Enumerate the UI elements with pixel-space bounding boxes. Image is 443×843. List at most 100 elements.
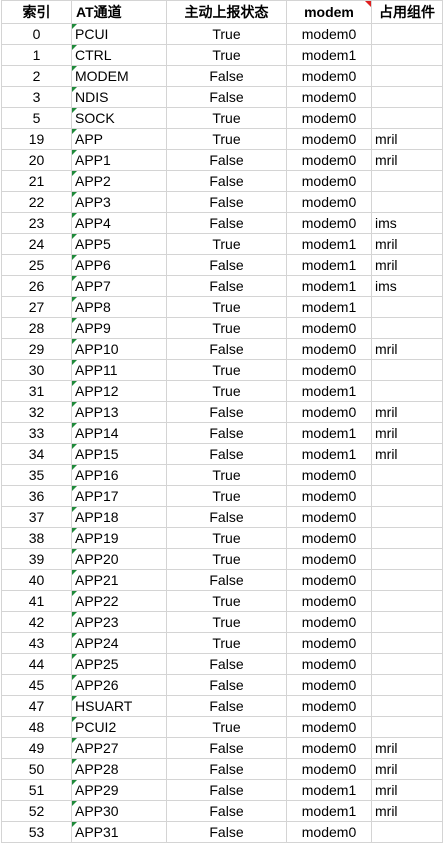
cell-modem[interactable]: modem0 bbox=[286, 86, 372, 108]
cell-index[interactable]: 0 bbox=[1, 23, 72, 45]
cell-component[interactable] bbox=[371, 359, 443, 381]
cell-index[interactable]: 34 bbox=[1, 443, 72, 465]
cell-index[interactable]: 23 bbox=[1, 212, 72, 234]
cell-component[interactable]: mril bbox=[371, 443, 443, 465]
cell-channel[interactable]: APP12 bbox=[71, 380, 167, 402]
cell-index[interactable]: 26 bbox=[1, 275, 72, 297]
cell-index[interactable]: 47 bbox=[1, 695, 72, 717]
cell-index[interactable]: 48 bbox=[1, 716, 72, 738]
cell-channel[interactable]: PCUI2 bbox=[71, 716, 167, 738]
cell-report[interactable]: False bbox=[166, 401, 287, 423]
cell-component[interactable] bbox=[371, 695, 443, 717]
cell-channel[interactable]: APP3 bbox=[71, 191, 167, 213]
cell-modem[interactable]: modem0 bbox=[286, 170, 372, 192]
cell-channel[interactable]: HSUART bbox=[71, 695, 167, 717]
cell-index[interactable]: 37 bbox=[1, 506, 72, 528]
cell-report[interactable]: False bbox=[166, 275, 287, 297]
cell-index[interactable]: 53 bbox=[1, 821, 72, 843]
cell-index[interactable]: 32 bbox=[1, 401, 72, 423]
cell-channel[interactable]: CTRL bbox=[71, 44, 167, 66]
cell-index[interactable]: 31 bbox=[1, 380, 72, 402]
cell-index[interactable]: 2 bbox=[1, 65, 72, 87]
cell-index[interactable]: 43 bbox=[1, 632, 72, 654]
cell-component[interactable] bbox=[371, 464, 443, 486]
cell-component[interactable]: mril bbox=[371, 233, 443, 255]
cell-component[interactable] bbox=[371, 716, 443, 738]
cell-report[interactable]: False bbox=[166, 695, 287, 717]
cell-report[interactable]: True bbox=[166, 527, 287, 549]
cell-channel[interactable]: APP16 bbox=[71, 464, 167, 486]
cell-index[interactable]: 45 bbox=[1, 674, 72, 696]
cell-report[interactable]: True bbox=[166, 233, 287, 255]
cell-modem[interactable]: modem1 bbox=[286, 380, 372, 402]
cell-modem[interactable]: modem0 bbox=[286, 821, 372, 843]
cell-index[interactable]: 19 bbox=[1, 128, 72, 150]
cell-report[interactable]: False bbox=[166, 422, 287, 444]
cell-modem[interactable]: modem0 bbox=[286, 632, 372, 654]
cell-channel[interactable]: APP17 bbox=[71, 485, 167, 507]
cell-component[interactable] bbox=[371, 317, 443, 339]
cell-modem[interactable]: modem1 bbox=[286, 275, 372, 297]
cell-modem[interactable]: modem0 bbox=[286, 485, 372, 507]
cell-modem[interactable]: modem1 bbox=[286, 233, 372, 255]
cell-component[interactable]: mril bbox=[371, 758, 443, 780]
cell-channel[interactable]: APP20 bbox=[71, 548, 167, 570]
cell-index[interactable]: 42 bbox=[1, 611, 72, 633]
cell-report[interactable]: True bbox=[166, 716, 287, 738]
cell-report[interactable]: False bbox=[166, 254, 287, 276]
cell-modem[interactable]: modem1 bbox=[286, 296, 372, 318]
cell-index[interactable]: 21 bbox=[1, 170, 72, 192]
cell-index[interactable]: 3 bbox=[1, 86, 72, 108]
cell-report[interactable]: False bbox=[166, 170, 287, 192]
cell-report[interactable]: False bbox=[166, 653, 287, 675]
cell-channel[interactable]: APP26 bbox=[71, 674, 167, 696]
cell-channel[interactable]: APP19 bbox=[71, 527, 167, 549]
cell-index[interactable]: 1 bbox=[1, 44, 72, 66]
cell-channel[interactable]: APP1 bbox=[71, 149, 167, 171]
cell-channel[interactable]: APP27 bbox=[71, 737, 167, 759]
cell-index[interactable]: 25 bbox=[1, 254, 72, 276]
header-index[interactable]: 索引 bbox=[1, 0, 72, 24]
cell-modem[interactable]: modem0 bbox=[286, 611, 372, 633]
cell-modem[interactable]: modem0 bbox=[286, 212, 372, 234]
cell-report[interactable]: True bbox=[166, 359, 287, 381]
cell-index[interactable]: 24 bbox=[1, 233, 72, 255]
cell-modem[interactable]: modem0 bbox=[286, 674, 372, 696]
cell-modem[interactable]: modem1 bbox=[286, 254, 372, 276]
header-report[interactable]: 主动上报状态 bbox=[166, 0, 287, 24]
cell-report[interactable]: True bbox=[166, 632, 287, 654]
cell-modem[interactable]: modem0 bbox=[286, 737, 372, 759]
cell-modem[interactable]: modem0 bbox=[286, 191, 372, 213]
cell-component[interactable]: mril bbox=[371, 401, 443, 423]
cell-report[interactable]: True bbox=[166, 611, 287, 633]
cell-modem[interactable]: modem0 bbox=[286, 359, 372, 381]
cell-report[interactable]: False bbox=[166, 821, 287, 843]
cell-report[interactable]: False bbox=[166, 443, 287, 465]
cell-report[interactable]: True bbox=[166, 296, 287, 318]
cell-report[interactable]: False bbox=[166, 758, 287, 780]
cell-channel[interactable]: APP bbox=[71, 128, 167, 150]
cell-modem[interactable]: modem0 bbox=[286, 107, 372, 129]
cell-channel[interactable]: APP2 bbox=[71, 170, 167, 192]
cell-component[interactable] bbox=[371, 485, 443, 507]
cell-modem[interactable]: modem0 bbox=[286, 65, 372, 87]
cell-report[interactable]: False bbox=[166, 212, 287, 234]
cell-report[interactable]: True bbox=[166, 548, 287, 570]
cell-modem[interactable]: modem1 bbox=[286, 779, 372, 801]
cell-component[interactable] bbox=[371, 296, 443, 318]
cell-channel[interactable]: APP28 bbox=[71, 758, 167, 780]
cell-modem[interactable]: modem0 bbox=[286, 758, 372, 780]
cell-modem[interactable]: modem1 bbox=[286, 800, 372, 822]
cell-index[interactable]: 30 bbox=[1, 359, 72, 381]
cell-modem[interactable]: modem0 bbox=[286, 23, 372, 45]
cell-component[interactable] bbox=[371, 611, 443, 633]
cell-index[interactable]: 44 bbox=[1, 653, 72, 675]
cell-channel[interactable]: APP30 bbox=[71, 800, 167, 822]
cell-component[interactable]: mril bbox=[371, 338, 443, 360]
cell-modem[interactable]: modem0 bbox=[286, 464, 372, 486]
cell-report[interactable]: False bbox=[166, 506, 287, 528]
cell-channel[interactable]: APP4 bbox=[71, 212, 167, 234]
cell-channel[interactable]: APP8 bbox=[71, 296, 167, 318]
cell-channel[interactable]: APP5 bbox=[71, 233, 167, 255]
cell-report[interactable]: True bbox=[166, 590, 287, 612]
